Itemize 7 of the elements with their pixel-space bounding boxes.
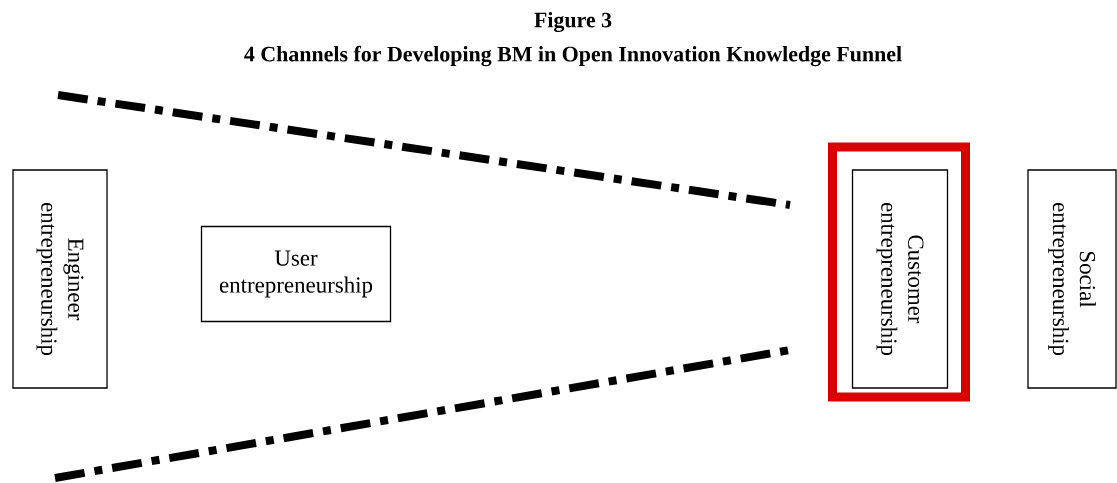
highlight-frame xyxy=(828,142,970,402)
text-box: User entrepreneurship xyxy=(200,225,392,323)
figure-title: Figure 3 xyxy=(534,12,612,32)
text-box: Engineer entrepreneurship xyxy=(12,169,108,389)
figure-caption: 4 Channels for Developing BM in Open Innovation Knowledge Funnel xyxy=(244,45,902,67)
text-box: Social entrepreneurship xyxy=(1027,169,1117,389)
text-box: Customer entrepreneurship xyxy=(851,169,949,389)
